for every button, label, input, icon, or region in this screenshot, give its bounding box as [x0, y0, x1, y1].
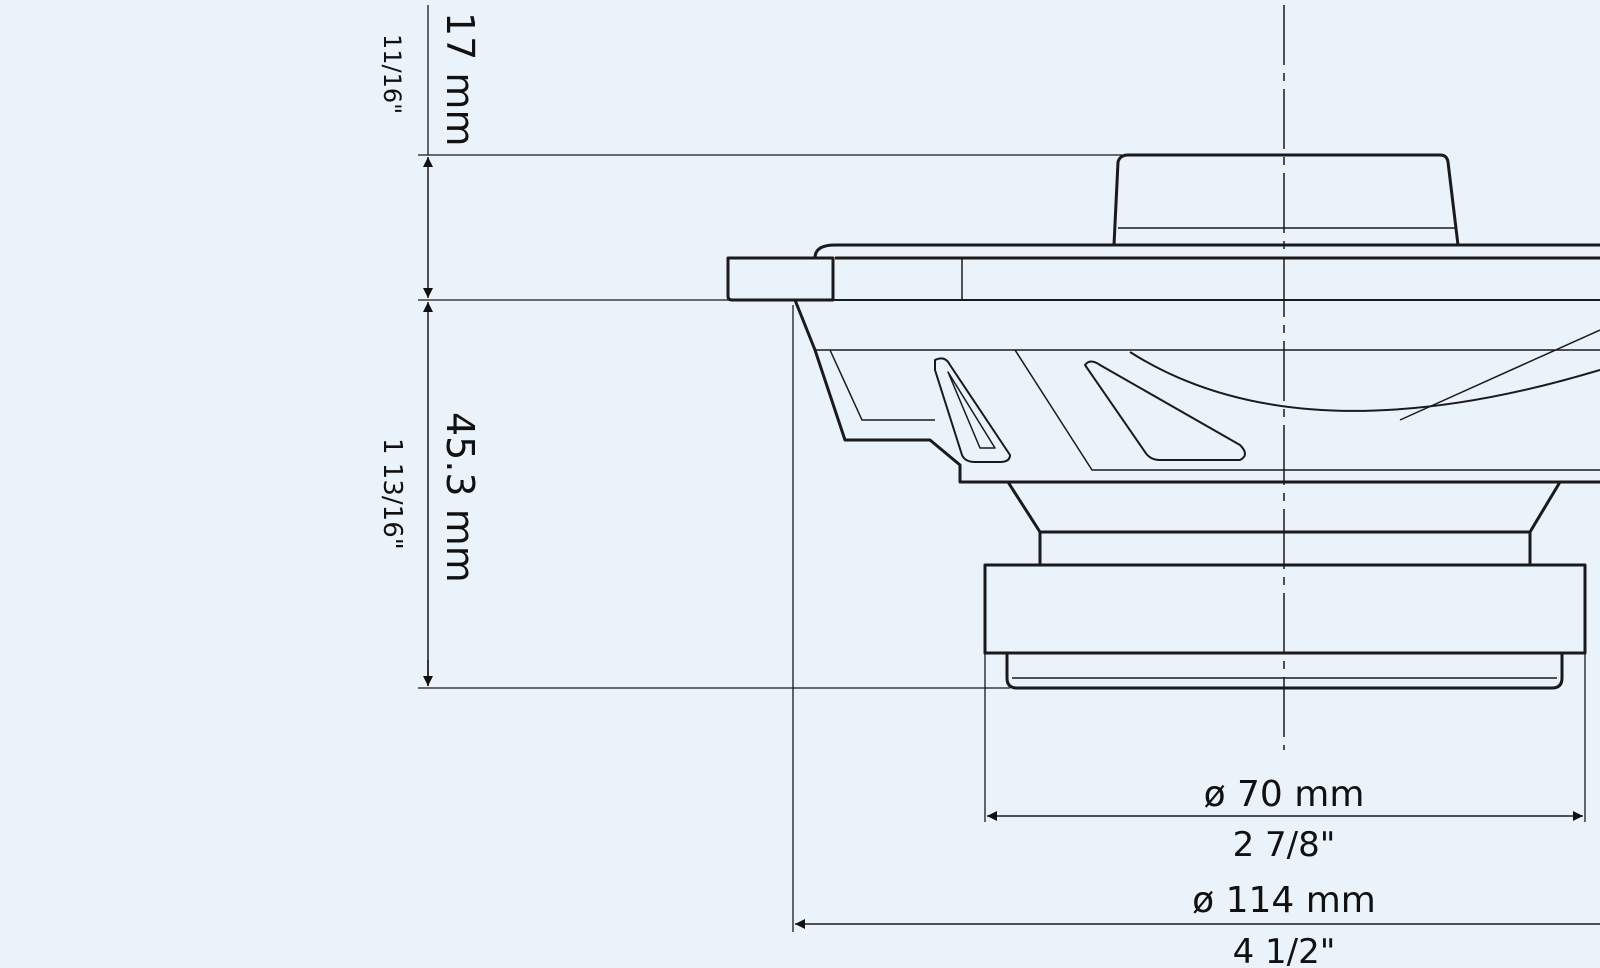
mount-diameter-in-label: 4 1/2" — [1233, 932, 1336, 968]
body-height-in-label: 1 13/16" — [377, 438, 407, 550]
magnet-diameter-mm-label: ø 70 mm — [1204, 774, 1365, 815]
extension-lines — [418, 5, 1586, 932]
top-height-in-label: 11/16" — [378, 34, 406, 114]
speaker-outline — [726, 153, 1600, 690]
mount-diameter-mm-label: ø 114 mm — [1192, 880, 1376, 921]
body-height-mm-label: 45.3 mm — [438, 412, 482, 583]
magnet-diameter-in-label: 2 7/8" — [1233, 825, 1336, 865]
top-height-mm-label: 17 mm — [438, 12, 482, 146]
dimension-arrows — [423, 157, 1600, 929]
